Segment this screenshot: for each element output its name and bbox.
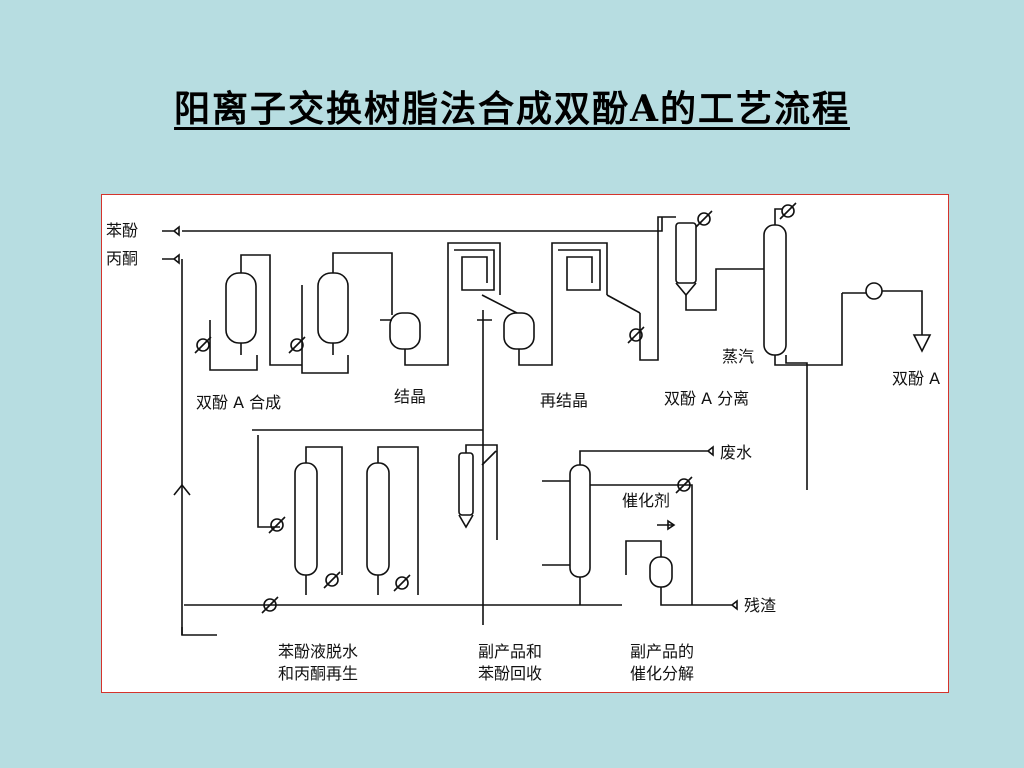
heat-exchanger-2 (290, 338, 304, 352)
product-label: 双酚 A (892, 369, 941, 388)
filter-unit (675, 222, 697, 284)
dehydration-column-1 (294, 462, 318, 576)
catalyst-label: 催化剂 (622, 491, 671, 510)
crystallizer-2 (503, 312, 535, 350)
residue-outlet-icon (722, 599, 738, 611)
separator-exchanger-1 (629, 328, 643, 342)
dehydration-section-label: 苯酚液脱水 和丙酮再生 (278, 641, 358, 684)
residue-label: 残渣 (744, 596, 777, 615)
synthesis-reactor-1 (225, 272, 257, 344)
crystallizer-1 (389, 312, 421, 350)
slide-title: 阳离子交换树脂法合成双酚A的工艺流程 (174, 88, 850, 130)
dehydration-label-line1: 苯酚液脱水 (278, 642, 359, 661)
separator-exchanger-2 (697, 212, 711, 226)
byproduct-recovery-label-line1: 副产品和 (478, 642, 543, 661)
byproduct-decomposition-label-line1: 副产品的 (630, 642, 695, 661)
recovery-column-small (458, 452, 474, 516)
dehydration-exchanger-1 (270, 518, 284, 532)
decomposition-vessel (649, 556, 673, 588)
product-outlet-icon (912, 334, 932, 353)
wastewater-label: 废水 (720, 443, 753, 462)
phenol-feed-line (162, 217, 663, 237)
dehydration-exchanger-2 (325, 573, 339, 587)
synthesis-piping (209, 252, 393, 374)
dehydration-label-line2: 和丙酮再生 (278, 663, 359, 683)
separation-column (763, 224, 787, 356)
recovery-column (569, 464, 591, 578)
recrystallization-section-label: 再结晶 (540, 391, 589, 410)
byproduct-decomposition-section-label: 副产品的 催化分解 (630, 641, 694, 684)
heat-exchanger-1 (196, 338, 210, 352)
byproduct-decomposition-label-line2: 催化分解 (630, 663, 695, 683)
byproduct-recovery-label-line2: 苯酚回收 (478, 663, 543, 683)
synthesis-section-label: 双酚 A 合成 (196, 393, 282, 412)
process-flow-diagram: 苯酚 丙酮 双酚 A 合成 结晶 再结晶 双酚 A 分离 蒸汽 双酚 A 废水 … (101, 194, 949, 693)
separation-section-label: 双酚 A 分离 (664, 389, 750, 408)
wastewater-outlet-icon (692, 445, 714, 457)
acetone-label: 丙酮 (106, 249, 139, 268)
product-pump (865, 282, 883, 300)
phenol-label: 苯酚 (106, 221, 139, 240)
crystallization-piping (380, 242, 641, 366)
flow-diagram-svg (162, 202, 932, 636)
steam-label: 蒸汽 (722, 347, 755, 366)
decomposition-exchanger (677, 478, 691, 492)
dehydration-exchanger-4 (263, 598, 277, 612)
acetone-feed-line (162, 253, 217, 636)
crystallization-section-label: 结晶 (394, 387, 427, 406)
dehydration-column-2 (366, 462, 390, 576)
separation-top-exchanger (781, 204, 795, 218)
dehydration-exchanger-3 (395, 576, 409, 590)
synthesis-reactor-2 (317, 272, 349, 344)
byproduct-recovery-section-label: 副产品和 苯酚回收 (478, 641, 542, 684)
